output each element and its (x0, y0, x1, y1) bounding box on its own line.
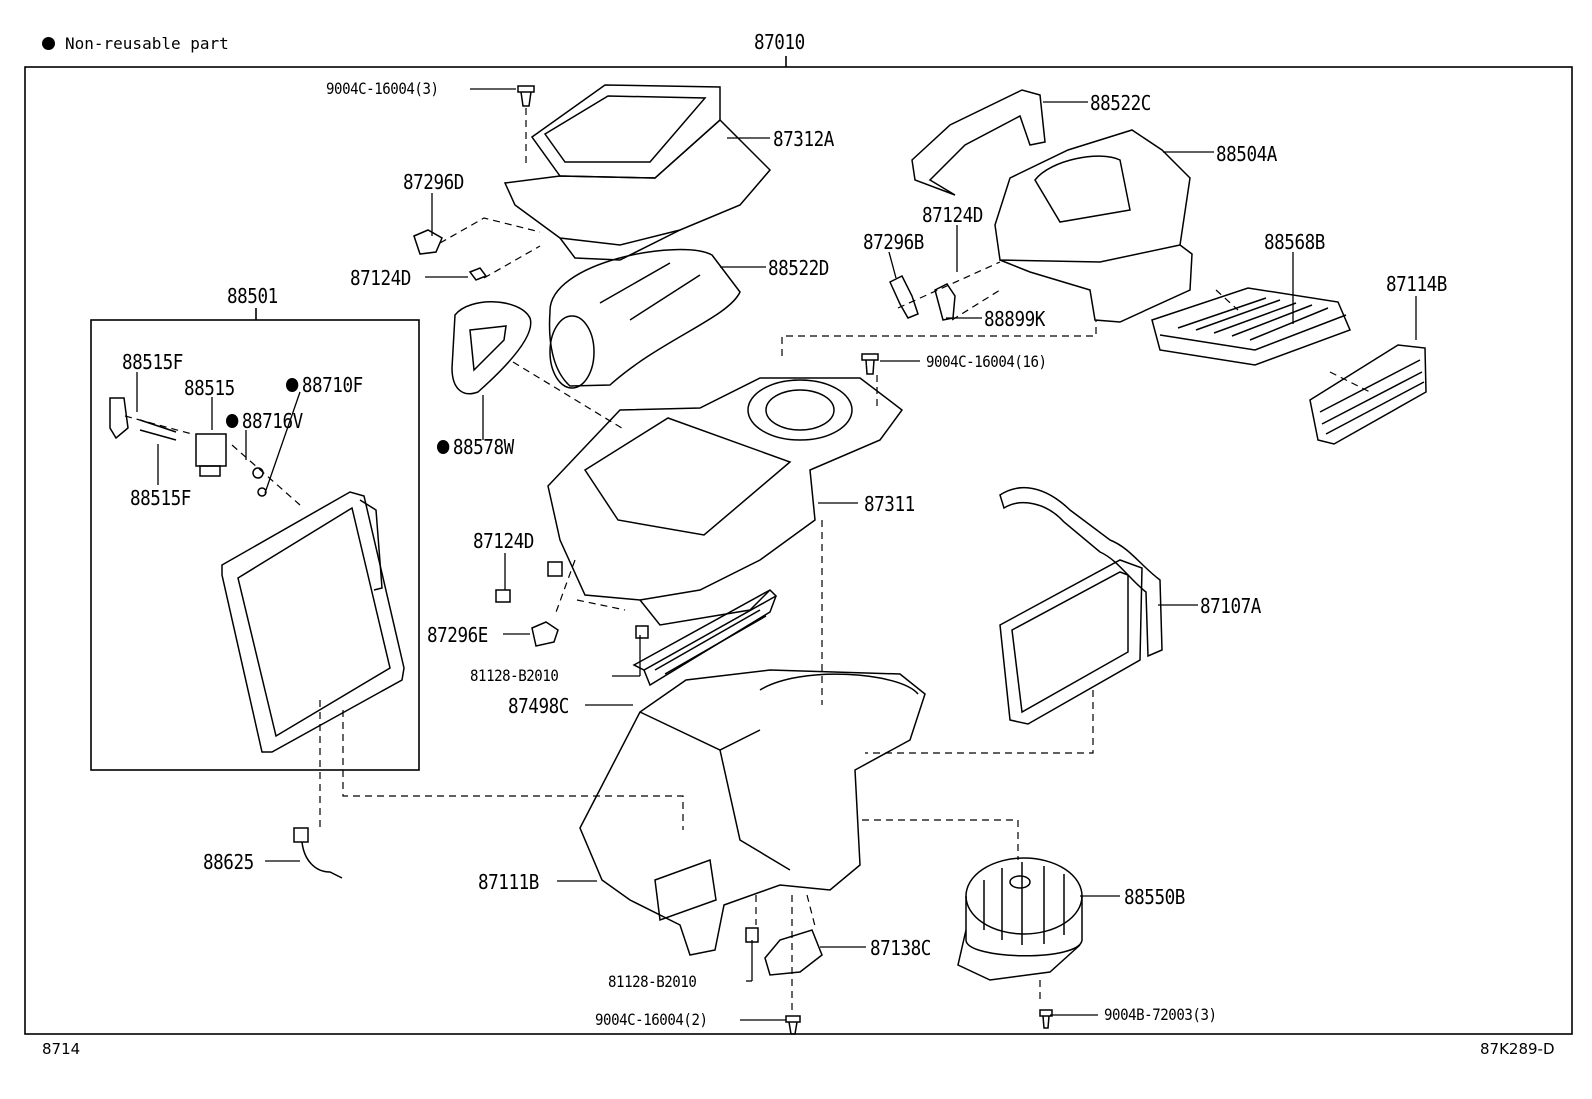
non-reusable-dot-icon (286, 378, 299, 392)
legend: Non-reusable part (42, 34, 229, 53)
callout-88550b[interactable]: 88550B (1124, 885, 1185, 909)
diagram-frame (24, 66, 1573, 1035)
callout-87296b[interactable]: 87296B (863, 230, 924, 254)
callout-9004c-16004-16[interactable]: 9004C-16004(16) (926, 352, 1047, 371)
callout-81128-b2010-bottom[interactable]: 81128-B2010 (608, 972, 697, 991)
assembly-number: 87010 (754, 30, 805, 54)
callout-87296d[interactable]: 87296D (403, 170, 464, 194)
callout-87124d-top[interactable]: 87124D (350, 266, 411, 290)
callout-88522d[interactable]: 88522D (768, 256, 829, 280)
callout-88515[interactable]: 88515 (184, 376, 235, 400)
non-reusable-dot-icon (437, 440, 450, 454)
callout-87124d-right[interactable]: 87124D (922, 203, 983, 227)
callout-88710f[interactable]: 88710F (286, 375, 363, 395)
callout-88515f-top[interactable]: 88515F (122, 350, 183, 374)
callout-87312a[interactable]: 87312A (773, 127, 834, 151)
callout-87296e[interactable]: 87296E (427, 623, 488, 647)
footer-left-code: 8714 (42, 1040, 81, 1058)
callout-88568b[interactable]: 88568B (1264, 230, 1325, 254)
callout-88625[interactable]: 88625 (203, 850, 254, 874)
callout-87498c[interactable]: 87498C (508, 694, 569, 718)
callout-88522c[interactable]: 88522C (1090, 91, 1151, 115)
callout-88578w[interactable]: 88578W (437, 437, 514, 457)
callout-88501[interactable]: 88501 (227, 284, 278, 308)
callout-88504a[interactable]: 88504A (1216, 142, 1277, 166)
callout-81128-b2010-top[interactable]: 81128-B2010 (470, 666, 559, 685)
callout-9004c-16004-2[interactable]: 9004C-16004(2) (595, 1010, 708, 1029)
callout-88716v-text: 88716V (241, 409, 303, 433)
callout-87111b[interactable]: 87111B (478, 870, 539, 894)
callout-87107a[interactable]: 87107A (1200, 594, 1261, 618)
callout-88710f-text: 88710F (301, 373, 363, 397)
callout-88716v[interactable]: 88716V (226, 411, 303, 431)
evaporator-kit-box (90, 319, 420, 771)
non-reusable-dot-icon (226, 414, 239, 428)
callout-9004b-72003-3[interactable]: 9004B-72003(3) (1104, 1005, 1217, 1024)
footer-right-code: 87K289-D (1480, 1040, 1555, 1058)
callout-87124d-mid[interactable]: 87124D (473, 529, 534, 553)
callout-9004c-16004-3[interactable]: 9004C-16004(3) (326, 79, 439, 98)
callout-87114b[interactable]: 87114B (1386, 272, 1447, 296)
non-reusable-dot-icon (42, 37, 55, 50)
callout-87311[interactable]: 87311 (864, 492, 915, 516)
callout-87138c[interactable]: 87138C (870, 936, 931, 960)
callout-88899k[interactable]: 88899K (984, 307, 1045, 331)
callout-88578w-text: 88578W (452, 435, 514, 459)
callout-88515f-bottom[interactable]: 88515F (130, 486, 191, 510)
legend-text: Non-reusable part (65, 34, 229, 53)
